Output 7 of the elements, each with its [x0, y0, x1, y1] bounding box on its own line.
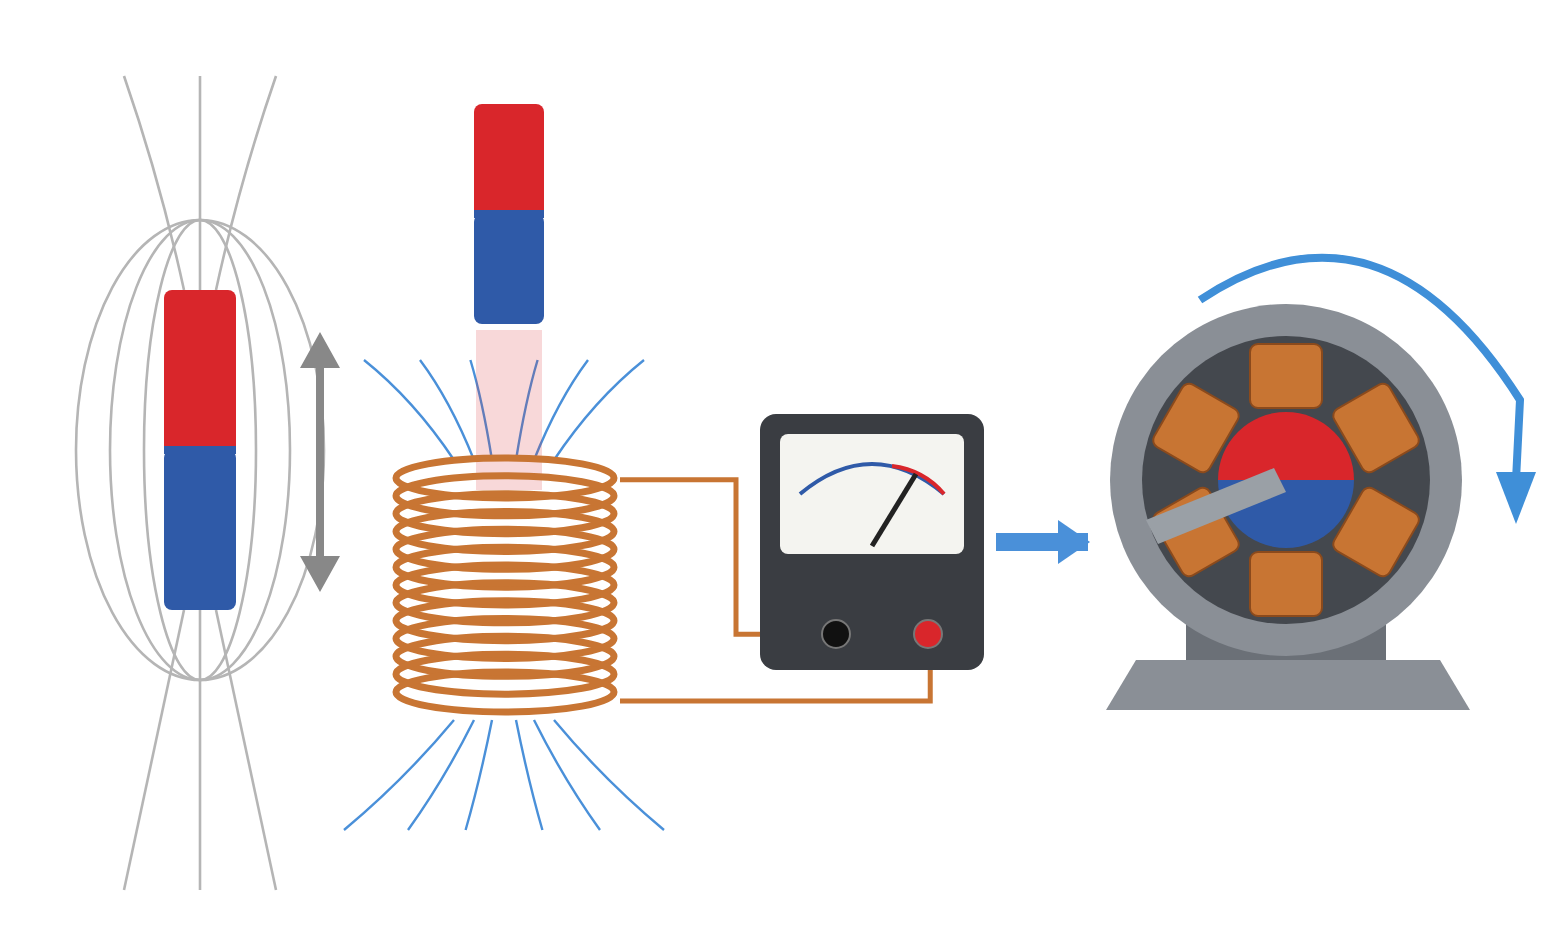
arrow — [996, 520, 1090, 564]
wire — [620, 670, 933, 704]
galvanometer-drawing — [760, 414, 984, 670]
bar-magnet-drawing — [164, 290, 236, 610]
moving-magnet-drawing — [474, 104, 544, 490]
wire — [620, 477, 760, 637]
coil-drawing — [390, 450, 620, 720]
